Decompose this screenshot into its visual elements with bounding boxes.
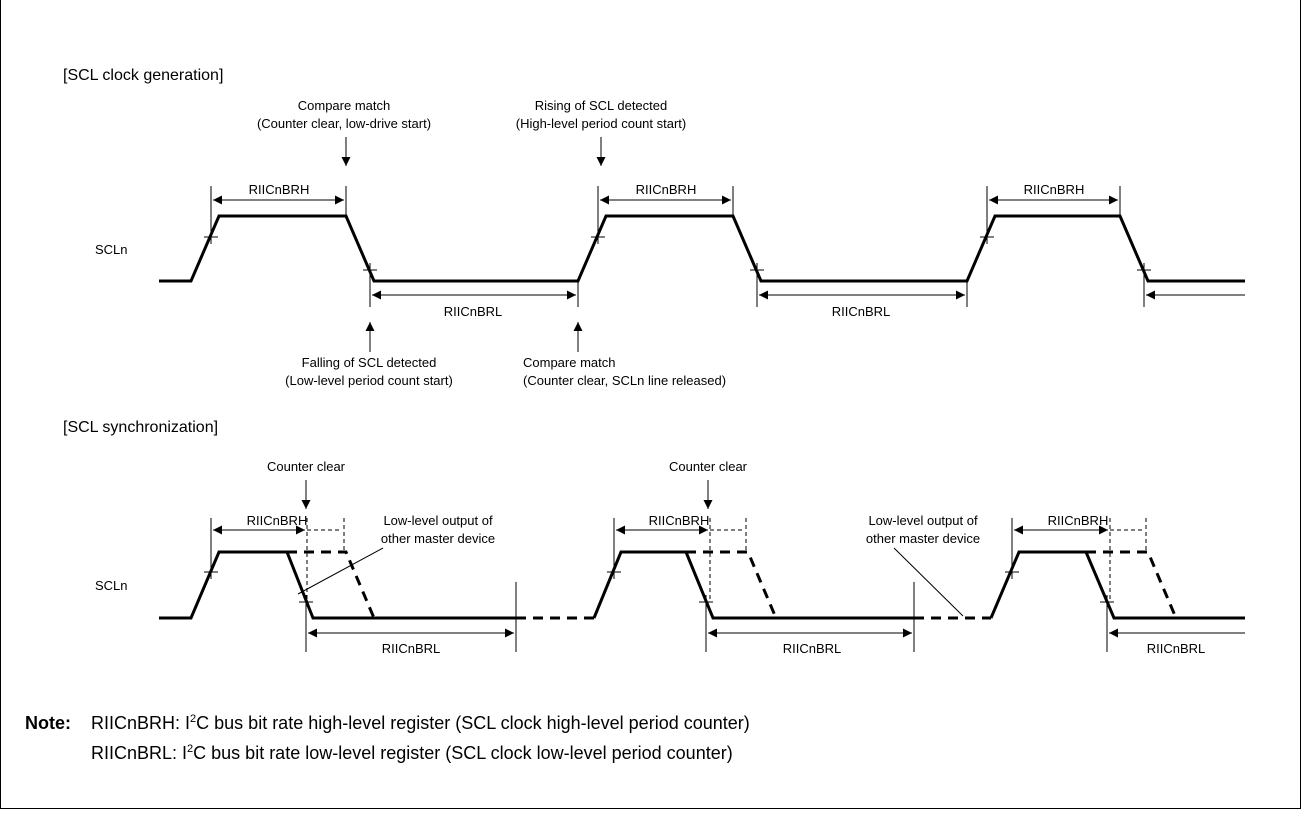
brh-label-3: RIICnBRH [1024, 182, 1085, 197]
generation-title: [SCL clock generation] [63, 67, 223, 84]
counter-clear-2: Counter clear [669, 459, 748, 474]
compare-match-bottom-line1: Compare match [523, 355, 615, 370]
scl-label-generation: SCLn [95, 242, 128, 257]
scl-waveform-sync-2 [592, 550, 914, 620]
brh-sync-label-2: RIICnBRH [649, 513, 710, 528]
scl-waveform-sync-3 [989, 550, 1245, 620]
other-master-leader-1 [297, 547, 384, 595]
other-master-1-line1: Low-level output of [383, 513, 493, 528]
brl-sync-label-1: RIICnBRL [382, 641, 441, 656]
falling-detected-line2: (Low-level period count start) [285, 373, 453, 388]
note-line-brh: RIICnBRH: I2C bus bit rate high-level re… [91, 708, 750, 738]
rising-detected-line2: (High-level period count start) [516, 116, 687, 131]
rising-detected-line1: Rising of SCL detected [535, 98, 667, 113]
note-heading: Note: [25, 713, 71, 733]
brl-sync-label-3: RIICnBRL [1147, 641, 1206, 656]
compare-match-top-line1: Compare match [298, 98, 390, 113]
extension-lines-sync [210, 518, 1108, 652]
dashed-waveform-sync [287, 550, 1178, 620]
brl-label-1: RIICnBRL [444, 304, 503, 319]
compare-match-top-line2: (Counter clear, low-drive start) [257, 116, 431, 131]
other-master-leader-2 [893, 547, 964, 617]
note-line-brl-prefix: RIICnBRL: I [91, 743, 188, 763]
note-line-brl-suffix: C bus bit rate low-level register (SCL c… [193, 743, 733, 763]
extension-lines-generation [210, 186, 1145, 307]
scl-label-synchronization: SCLn [95, 578, 128, 593]
dashed-extension-lines-sync [306, 518, 1147, 600]
other-master-1-line2: other master device [381, 531, 495, 546]
note-line-brh-prefix: RIICnBRH: I [91, 713, 191, 733]
note-line-brh-sup: 2 [190, 713, 197, 725]
synchronization-title: [SCL synchronization] [63, 419, 218, 436]
brh-sync-label-1: RIICnBRH [247, 513, 308, 528]
brh-label-2: RIICnBRH [636, 182, 697, 197]
transition-ticks-generation [204, 230, 1151, 277]
falling-detected-line1: Falling of SCL detected [302, 355, 437, 370]
brh-sync-label-3: RIICnBRH [1048, 513, 1109, 528]
compare-match-bottom-line2: (Counter clear, SCLn line released) [523, 373, 726, 388]
note-line-brl: RIICnBRL: I2C bus bit rate low-level reg… [91, 738, 733, 768]
scl-waveform-generation [159, 214, 1245, 283]
note-line-brh-suffix: C bus bit rate high-level register (SCL … [196, 713, 750, 733]
note-line-brl-sup: 2 [187, 743, 194, 755]
scl-waveform-sync-1 [159, 550, 516, 620]
brh-label-1: RIICnBRH [249, 182, 310, 197]
other-master-2-line1: Low-level output of [868, 513, 978, 528]
other-master-2-line2: other master device [866, 531, 980, 546]
brl-label-2: RIICnBRL [832, 304, 891, 319]
counter-clear-1: Counter clear [267, 459, 346, 474]
transition-ticks-sync [204, 565, 1114, 609]
brl-sync-label-2: RIICnBRL [783, 641, 842, 656]
